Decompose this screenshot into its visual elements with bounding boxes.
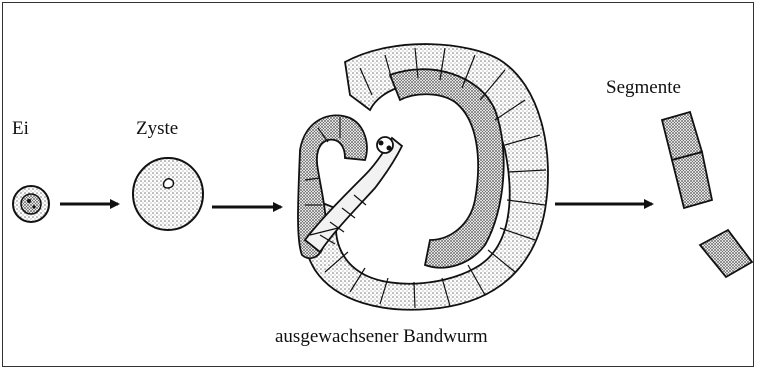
- label-egg: Ei: [12, 118, 29, 140]
- label-cyst: Zyste: [136, 118, 178, 140]
- label-adult-tapeworm: ausgewachsener Bandwurm: [275, 326, 488, 348]
- adult-tapeworm-illustration: [298, 44, 548, 310]
- cyst-illustration: [133, 158, 203, 230]
- egg-illustration: [13, 186, 49, 222]
- label-segments: Segmente: [606, 77, 681, 99]
- segments-illustration: [662, 112, 752, 277]
